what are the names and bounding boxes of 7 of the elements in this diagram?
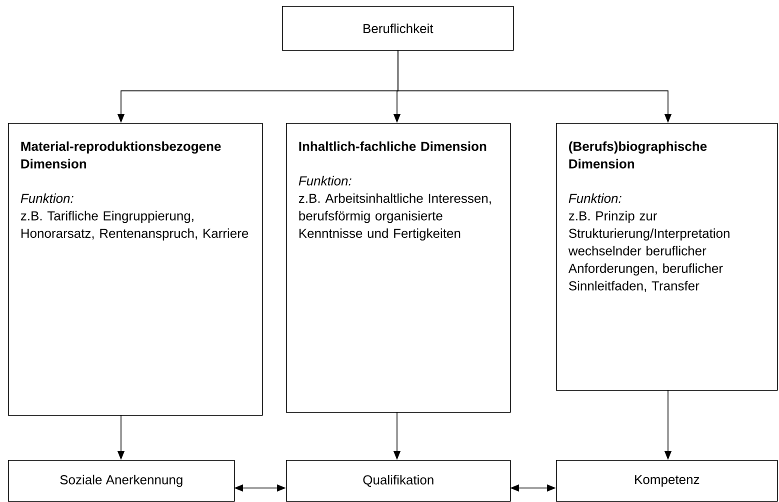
dimension-box: Inhaltlich-fachliche Dimension Funktion: z.B. Arbeitsinhaltliche Interessen, berufsförmig organisierte Kenntnisse und Fertigkeiten — [286, 123, 511, 413]
dimension-box: Material-reproduktionsbezogene Dimension Funktion: z.B. Tarifliche Eingruppierung, Honorarsatz, Rentenanspruch, Karriere — [8, 123, 263, 416]
dimension-box: (Berufs)biographische Dimension Funktion: z.B. Prinzip zur Strukturierung/Interpretation wechselnder beruflicher Anforderungen, beruflicher Sinnleitfaden, Transfer — [556, 123, 778, 391]
concept-box: Beruflichkeit — [282, 6, 514, 51]
concept-box: Qualifikation — [286, 460, 511, 502]
concept-box: Kompetenz — [556, 460, 778, 502]
concept-box: Soziale Anerkennung — [8, 460, 235, 502]
